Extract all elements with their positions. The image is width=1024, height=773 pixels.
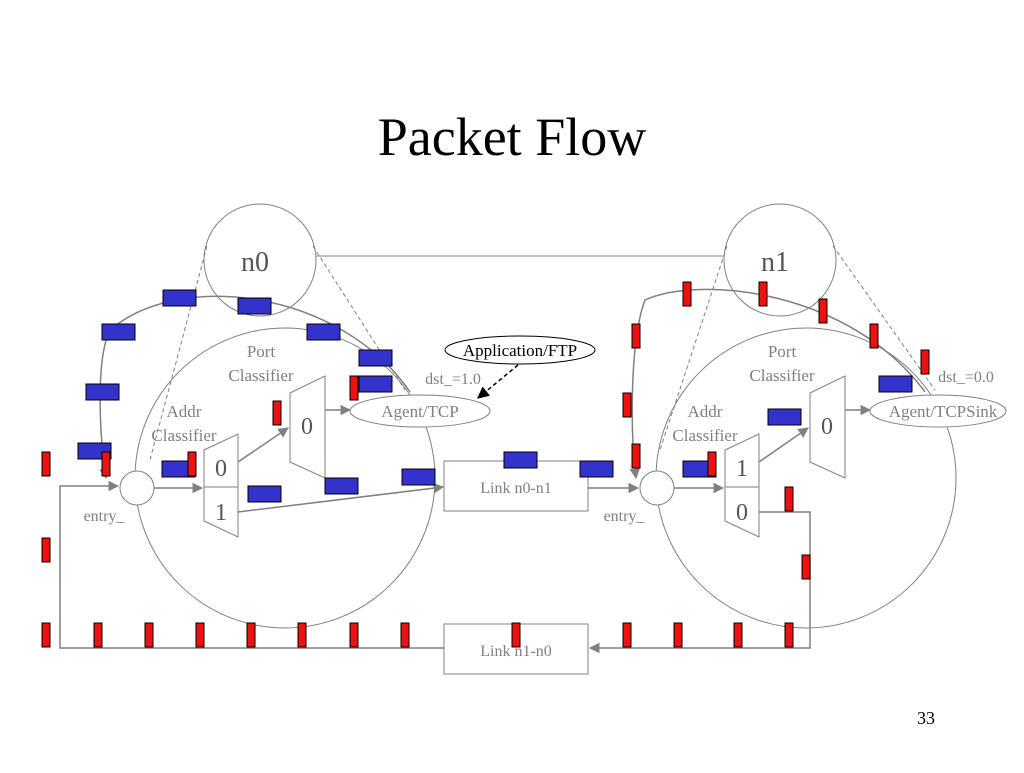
n1-to-return-link-path: [588, 511, 811, 654]
ack-packet: [297, 622, 307, 648]
ack-packet: [801, 554, 811, 580]
ack-packet: [622, 622, 632, 648]
ack-packet: [101, 451, 111, 477]
data-packet: [358, 349, 393, 367]
n0-dst-label: dst_=1.0: [425, 371, 481, 388]
n1-addr-classifier-label-1: Addr: [688, 402, 723, 421]
n0-port-classifier-label-2: Classifier: [228, 366, 293, 385]
ack-packet: [246, 622, 256, 648]
ack-packet: [920, 349, 930, 375]
ack-packet: [144, 622, 154, 648]
ack-packet: [733, 622, 743, 648]
n1-port-classifier-label-2: Classifier: [749, 366, 814, 385]
n0-addr-to-port-arrow: [237, 427, 289, 463]
ack-packet: [784, 622, 794, 648]
data-packet: [503, 451, 538, 469]
n1-entry-label: entry_: [604, 508, 646, 525]
ack-packet: [622, 392, 632, 418]
ack-packet: [349, 622, 359, 648]
n0-addr-classifier-label-1: Addr: [167, 402, 202, 421]
application-ftp-node: [444, 335, 596, 365]
n1-dst-label: dst_=0.0: [938, 369, 994, 386]
n1-addr-slot-1: 1: [736, 456, 748, 482]
ack-packet: [400, 622, 410, 648]
n0-data-path-curve: [99, 295, 411, 480]
agent-tcp-label: Agent/TCP: [381, 402, 458, 421]
link-n1-n0-label: Link n1-n0: [480, 643, 552, 660]
link-n0-n1-label: Link n0-n1: [480, 480, 552, 497]
data-packet: [237, 297, 272, 315]
return-link-to-n0-path: [59, 480, 444, 649]
n0-port-slot-0: 0: [301, 414, 313, 440]
n0-entry-point: [119, 470, 155, 506]
application-ftp-label: Application/FTP: [463, 341, 577, 360]
data-packet: [85, 383, 120, 401]
n0-addr-slot-1: 1: [215, 500, 227, 526]
data-packet: [579, 460, 614, 478]
n0-entry-label: entry_: [84, 508, 126, 525]
link-n0-n1: [443, 460, 589, 512]
n0-zoom-line-left: [149, 245, 208, 461]
ack-packet: [682, 281, 692, 307]
ack-packet: [818, 298, 828, 324]
n1-ack-path-curve: [629, 288, 926, 480]
ack-packets: [41, 281, 930, 648]
n1-addr-classifier-label-2: Classifier: [672, 426, 737, 445]
ack-packet: [349, 375, 359, 401]
n0-addr-to-link-arrow: [237, 482, 445, 513]
ack-packet: [631, 323, 641, 349]
n0-port-classifier-label-1: Port: [247, 342, 276, 361]
ack-packet: [41, 451, 51, 477]
n1-port-classifier: [809, 375, 846, 479]
data-packet: [358, 375, 393, 393]
data-packet: [306, 323, 341, 341]
data-packet: [878, 375, 913, 393]
data-packets: [77, 289, 913, 503]
ack-packet: [631, 443, 641, 469]
node-n0-circle: [203, 203, 317, 317]
ack-packet: [869, 323, 879, 349]
agent-tcpsink-label: Agent/TCPSink: [889, 402, 998, 421]
data-packet: [401, 468, 436, 486]
ack-packet: [41, 622, 51, 648]
data-packet: [324, 477, 359, 495]
n1-addr-classifier: [724, 433, 760, 538]
ack-packet: [707, 451, 717, 477]
n1-addr-to-port-arrow: [758, 427, 809, 463]
n1-port-classifier-label-1: Port: [768, 342, 797, 361]
ack-packet: [41, 537, 51, 563]
data-packet: [247, 485, 282, 503]
node-n0-label: n0: [241, 247, 269, 278]
page-number: 33: [917, 708, 935, 728]
ack-packet: [195, 622, 205, 648]
n0-addr-classifier: [203, 433, 239, 538]
ack-packet: [272, 400, 282, 426]
slide-title: Packet Flow: [378, 107, 646, 167]
node-n1-label: n1: [761, 247, 789, 278]
ack-packet: [511, 622, 521, 648]
n1-zoom-line-right: [832, 245, 936, 391]
ack-packet: [758, 281, 768, 307]
ack-packet: [93, 622, 103, 648]
node-n1-circle: [723, 203, 837, 317]
data-packet: [162, 289, 197, 307]
n1-zoom-line-left: [659, 245, 728, 451]
n1-port-slot-0: 0: [821, 414, 833, 440]
n0-addr-classifier-label-2: Classifier: [151, 426, 216, 445]
data-packet: [767, 408, 802, 426]
data-packet: [101, 323, 136, 341]
ack-packet: [187, 451, 197, 477]
ack-packet: [673, 622, 683, 648]
ftp-to-tcp-arrow: [477, 364, 519, 399]
ack-packet: [784, 486, 794, 512]
n0-addr-slot-0: 0: [215, 456, 227, 482]
n1-addr-slot-0: 0: [736, 500, 748, 526]
n1-entry-point: [639, 470, 675, 506]
